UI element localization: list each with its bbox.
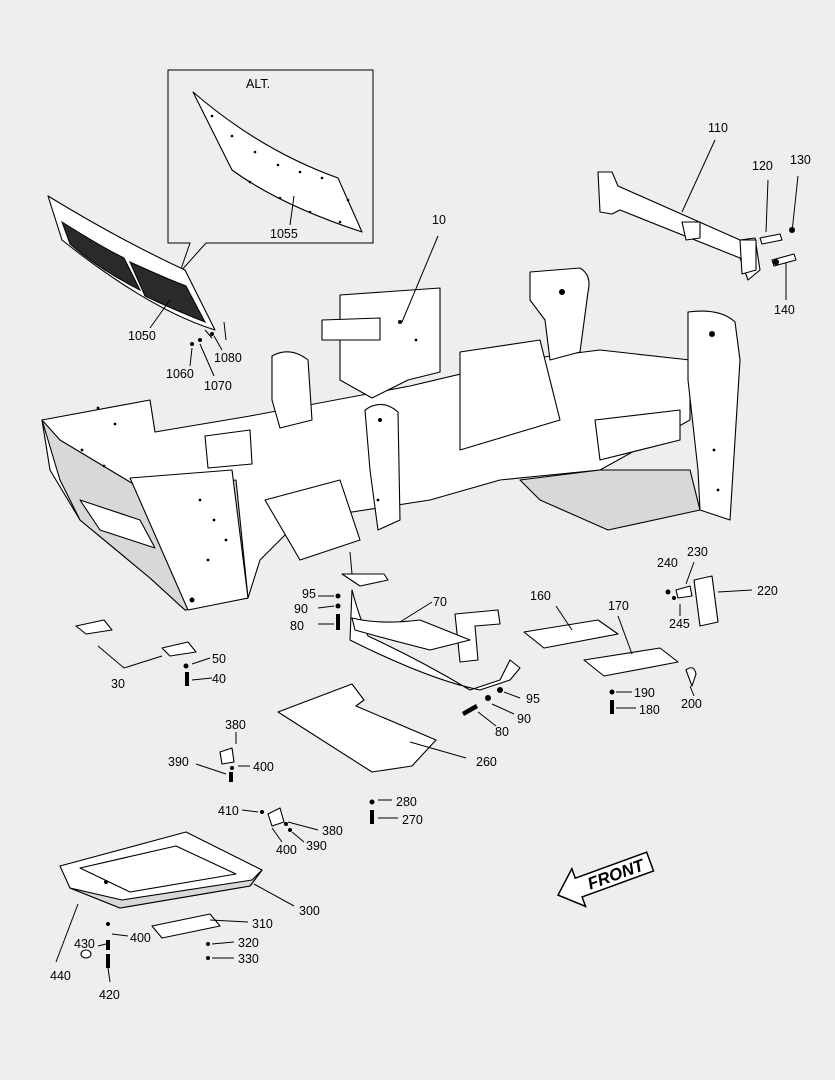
callout-1050: 1050 — [128, 329, 156, 343]
callout-400-c: 400 — [130, 931, 151, 945]
callout-260: 260 — [476, 755, 497, 769]
alt-grille-panel — [192, 91, 363, 233]
callout-80-a: 80 — [290, 619, 304, 633]
callout-310: 310 — [252, 917, 273, 931]
callout-380-a: 380 — [225, 718, 246, 732]
callout-170: 170 — [608, 599, 629, 613]
callout-200: 200 — [681, 697, 702, 711]
callout-420: 420 — [99, 988, 120, 1002]
callout-120: 120 — [752, 159, 773, 173]
callout-50: 50 — [212, 652, 226, 666]
callout-390-b: 390 — [306, 839, 327, 853]
callout-320: 320 — [238, 936, 259, 950]
callout-400-a: 400 — [253, 760, 274, 774]
plates-group — [523, 605, 697, 714]
main-frame — [41, 235, 741, 611]
callout-230: 230 — [687, 545, 708, 559]
front-arrow: FRONT — [556, 851, 655, 908]
front-grille — [47, 195, 227, 346]
callout-390-a: 390 — [168, 755, 189, 769]
bracket-380-group — [195, 732, 319, 843]
callout-180: 180 — [639, 703, 660, 717]
callout-130: 130 — [790, 153, 811, 167]
callout-90-b: 90 — [517, 712, 531, 726]
callout-380-b: 380 — [322, 824, 343, 838]
callout-190: 190 — [634, 686, 655, 700]
callout-430: 430 — [74, 937, 95, 951]
upper-rail — [597, 139, 799, 300]
cross-tube-group — [317, 551, 521, 727]
callout-90-a: 90 — [294, 602, 308, 616]
callout-300: 300 — [299, 904, 320, 918]
callout-330: 330 — [238, 952, 259, 966]
callout-1080: 1080 — [214, 351, 242, 365]
callout-1060: 1060 — [166, 367, 194, 381]
callout-95-b: 95 — [526, 692, 540, 706]
callout-labels: 10 30 40 50 70 80 80 90 90 95 95 110 120… — [50, 121, 811, 1002]
callout-140: 140 — [774, 303, 795, 317]
callout-240: 240 — [657, 556, 678, 570]
pan-300-group — [55, 831, 295, 983]
bracket-30-group — [75, 619, 213, 686]
callout-245: 245 — [669, 617, 690, 631]
callout-280: 280 — [396, 795, 417, 809]
callout-400-b: 400 — [276, 843, 297, 857]
bracket-220-group — [665, 561, 753, 627]
front-label: FRONT — [585, 855, 648, 893]
callout-440: 440 — [50, 969, 71, 983]
callout-220: 220 — [757, 584, 778, 598]
alt-inset: ALT. — [167, 69, 374, 273]
callout-95-a: 95 — [302, 587, 316, 601]
callout-70: 70 — [433, 595, 447, 609]
callout-270: 270 — [402, 813, 423, 827]
callout-80-b: 80 — [495, 725, 509, 739]
callout-10: 10 — [432, 213, 446, 227]
callout-410: 410 — [218, 804, 239, 818]
callout-40: 40 — [212, 672, 226, 686]
callout-110: 110 — [708, 121, 728, 135]
panel-260-group — [277, 683, 467, 824]
inset-label: ALT. — [246, 77, 270, 91]
grille-leaders — [149, 299, 223, 377]
callout-30: 30 — [111, 677, 125, 691]
callout-160: 160 — [530, 589, 551, 603]
callout-1055: 1055 — [270, 227, 298, 241]
callout-1070: 1070 — [204, 379, 232, 393]
